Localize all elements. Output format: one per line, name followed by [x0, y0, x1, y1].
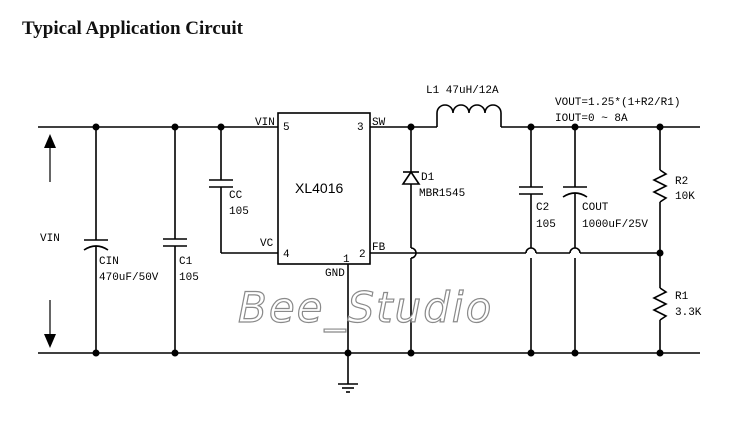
junction-dot — [171, 349, 179, 357]
cin-ref-label: CIN — [99, 256, 119, 268]
c2-value-label: 105 — [536, 219, 556, 231]
junction-dot — [656, 249, 664, 257]
c1-ref-label: C1 — [179, 256, 193, 268]
junction-dot — [571, 349, 579, 357]
junction-dot — [407, 349, 415, 357]
inductor-l1 — [436, 104, 502, 127]
junction-dot — [217, 123, 225, 131]
d1-part-label: MBR1545 — [419, 188, 465, 200]
pin-sw-name: SW — [372, 117, 386, 129]
cc-ref-label: CC — [229, 190, 243, 202]
r1-value-label: 3.3K — [675, 307, 702, 319]
pin-vc-name: VC — [260, 238, 274, 250]
junction-dot — [407, 123, 415, 131]
pin-sw-number: 3 — [357, 122, 364, 134]
r2-ref-label: R2 — [675, 176, 688, 188]
c2-ref-label: C2 — [536, 202, 549, 214]
r1-ref-label: R1 — [675, 291, 689, 303]
junction-dot — [527, 123, 535, 131]
pin-gnd-number: 1 — [343, 254, 350, 266]
r2-value-label: 10K — [675, 191, 695, 203]
watermark: Bee_Studio — [238, 283, 493, 332]
pin-vc-number: 4 — [283, 249, 290, 261]
vin-arrow-down-icon — [44, 334, 56, 348]
ic-name: XL4016 — [295, 180, 343, 196]
vout-formula: VOUT=1.25*(1+R2/R1) — [555, 97, 680, 109]
vin-label: VIN — [40, 233, 60, 245]
pin-fb-name: FB — [372, 242, 386, 254]
d1-triangle — [401, 170, 421, 185]
c1-value-label: 105 — [179, 272, 199, 284]
cin-value-label: 470uF/50V — [99, 272, 159, 284]
ground-icon — [338, 383, 358, 393]
page-title: Typical Application Circuit — [22, 18, 243, 39]
cout-value-label: 1000uF/25V — [582, 219, 648, 231]
d1-hop — [410, 247, 417, 259]
ic-body — [277, 112, 371, 265]
cc-value-label: 105 — [229, 206, 249, 218]
inductor-label: L1 47uH/12A — [426, 85, 499, 97]
iout-formula: IOUT=0 ~ 8A — [555, 113, 628, 125]
cout-ref-label: COUT — [582, 202, 609, 214]
r2-zigzag — [652, 169, 668, 203]
d1-ref-label: D1 — [421, 172, 435, 184]
pin-fb-number: 2 — [359, 249, 366, 261]
r1-zigzag — [652, 287, 668, 321]
fb-hop-c2 — [525, 247, 537, 254]
junction-dot — [571, 123, 579, 131]
junction-dot — [527, 349, 535, 357]
junction-dot — [92, 349, 100, 357]
junction-dot — [171, 123, 179, 131]
junction-dot — [656, 123, 664, 131]
vin-arrow-up-icon — [44, 134, 56, 148]
fb-hop-cout — [569, 247, 581, 254]
junction-dots — [92, 123, 664, 357]
junction-dot — [92, 123, 100, 131]
junction-dot — [656, 349, 664, 357]
junction-dot — [344, 349, 352, 357]
pin-vin-number: 5 — [283, 122, 290, 134]
pin-gnd-name: GND — [325, 268, 345, 280]
pin-vin-name: VIN — [255, 117, 275, 129]
